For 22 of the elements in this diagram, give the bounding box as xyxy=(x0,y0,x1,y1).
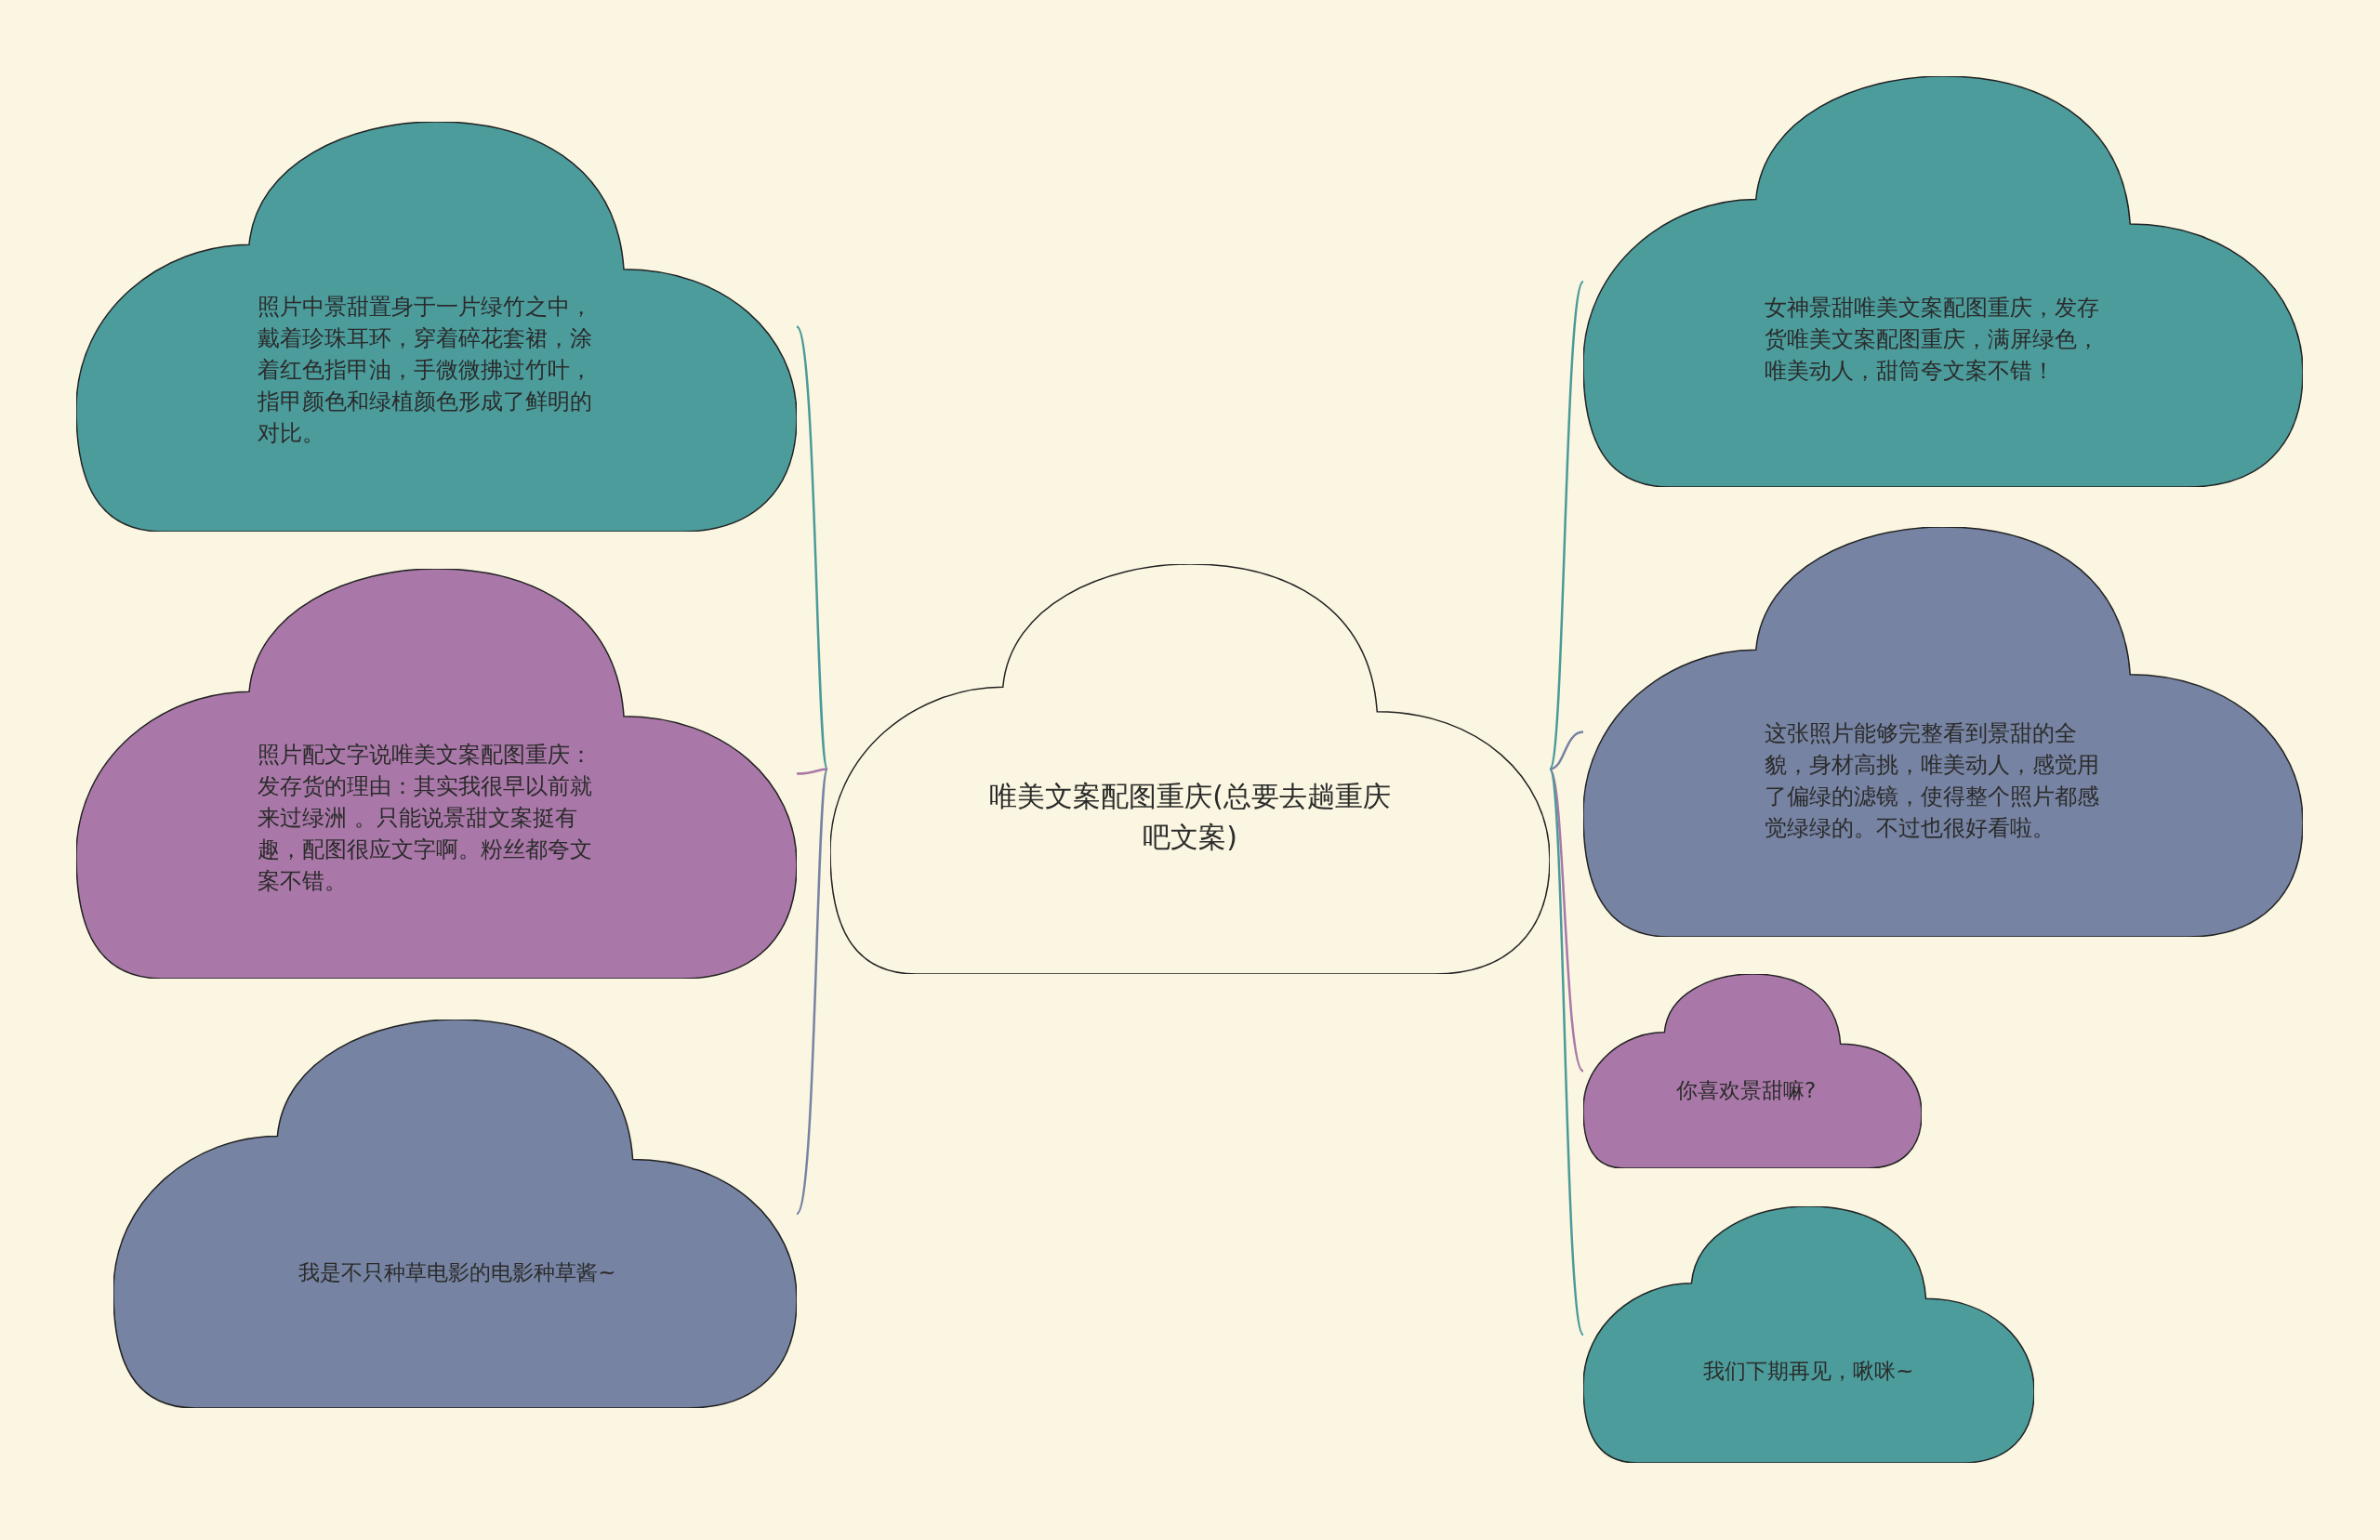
node-text: 这张照片能够完整看到景甜的全貌，身材高挑，唯美动人，感觉用了偏绿的滤镜，使得整个照片都感觉绿绿的。不过也很好看啦。 xyxy=(1765,719,2100,843)
cloud-node xyxy=(1583,974,1922,1168)
connector-line xyxy=(796,768,828,775)
node-text: 照片配文字说唯美文案配图重庆：发存货的理由：其实我很早以前就来过绿洲 。只能说景甜文案挺有趣，配图很应文字啊。粉丝都夸文案不错。 xyxy=(258,741,593,896)
node-text: 你喜欢景甜嘛? xyxy=(1674,1077,1818,1104)
node-text: 照片中景甜置身于一片绿竹之中，戴着珍珠耳环，穿着碎花套裙，涂着红色指甲油，手微微拂过竹叶，指甲颜色和绿植颜色形成了鲜明的对比。 xyxy=(258,293,593,448)
connector-line xyxy=(1548,281,1585,770)
cloud-node xyxy=(1583,76,2303,487)
node-text: 我们下期再见，啾咪~ xyxy=(1702,1358,1915,1385)
node-text: 我是不只种草电影的电影种草酱~ xyxy=(298,1259,617,1286)
connector-line xyxy=(795,325,829,770)
cloud-node xyxy=(1583,1206,2034,1463)
cloud-node xyxy=(113,1020,797,1408)
node-text: 唯美文案配图重庆(总要去趟重庆吧文案) xyxy=(988,779,1392,855)
cloud-node xyxy=(76,569,797,979)
connector-line xyxy=(1548,769,1585,1336)
cloud-node xyxy=(830,564,1550,974)
cloud-node xyxy=(1583,527,2303,937)
connector-line xyxy=(795,769,829,1215)
connector-line xyxy=(1549,731,1584,770)
node-text: 女神景甜唯美文案配图重庆，发存货唯美文案配图重庆，满屏绿色，唯美动人，甜筒夸文案不错！ xyxy=(1765,294,2100,386)
cloud-node xyxy=(76,122,797,532)
